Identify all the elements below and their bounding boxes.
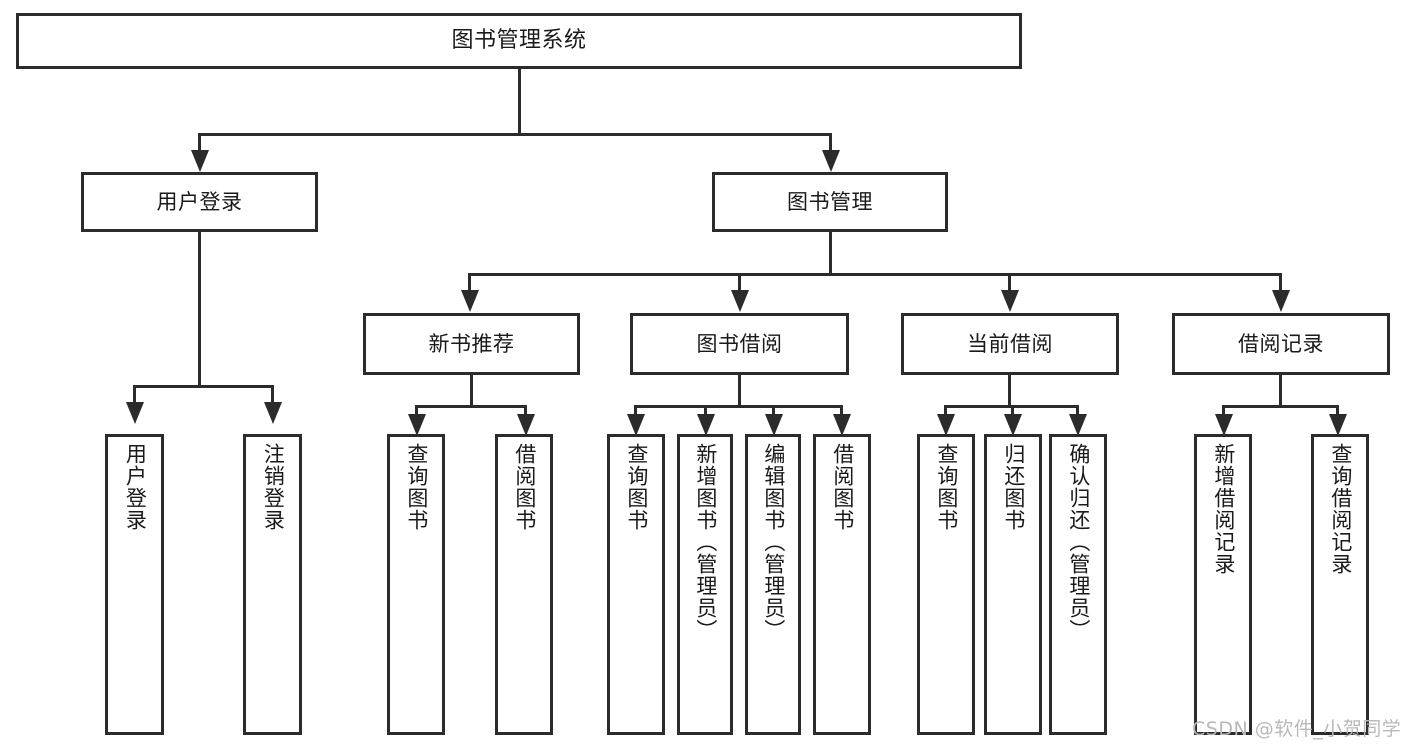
arrowhead-book-borrow xyxy=(731,290,749,312)
connector-level3-drop-3 xyxy=(1008,273,1011,295)
connector-user-login-drop-2 xyxy=(271,385,274,407)
node-book-manage[interactable]: 图书管理 xyxy=(712,172,948,232)
arrowhead-leaf-edit-book xyxy=(765,414,783,436)
connector-bb-drop-2 xyxy=(704,405,707,421)
leaf-add-book-label: 新增图书（管理员） xyxy=(693,443,718,641)
leaf-query-book-2-label: 查询图书 xyxy=(624,443,649,531)
connector-root-drop-right xyxy=(829,133,832,155)
leaf-query-book-1-label: 查询图书 xyxy=(404,443,429,531)
arrowhead-leaf-borrow-book-1 xyxy=(517,414,535,436)
csdn-watermark: CSDN @软件_小贺同学 xyxy=(1192,718,1402,740)
arrowhead-leaf-confirm-return xyxy=(1069,414,1087,436)
leaf-query-record-label: 查询借阅记录 xyxy=(1328,443,1353,575)
leaf-borrow-book-1[interactable]: 借阅图书 xyxy=(495,434,553,735)
node-new-book-recommend-label: 新书推荐 xyxy=(428,331,515,356)
arrowhead-leaf-query-book-1 xyxy=(408,414,426,436)
connector-cb-drop-2 xyxy=(1011,405,1014,421)
arrowhead-current-borrow xyxy=(1001,290,1019,312)
leaf-borrow-book-1-label: 借阅图书 xyxy=(512,443,537,531)
connector-root-drop-left xyxy=(198,133,201,155)
connector-root-stem xyxy=(518,69,521,135)
connector-br-drop-2 xyxy=(1336,405,1339,421)
connector-cb-drop-3 xyxy=(1076,405,1079,421)
leaf-borrow-book-2-label: 借阅图书 xyxy=(830,443,855,531)
node-borrow-record-label: 借阅记录 xyxy=(1238,331,1324,356)
connector-root-bus xyxy=(198,133,832,136)
connector-br-drop-1 xyxy=(1222,405,1225,421)
leaf-edit-book[interactable]: 编辑图书（管理员） xyxy=(745,434,801,735)
leaf-add-book[interactable]: 新增图书（管理员） xyxy=(677,434,733,735)
leaf-query-book-3[interactable]: 查询图书 xyxy=(917,434,975,735)
connector-nbr-drop-2 xyxy=(524,405,527,421)
arrowhead-book-manage xyxy=(822,150,840,172)
leaf-confirm-return-label: 确认归还（管理员） xyxy=(1066,443,1091,641)
leaf-query-book-1[interactable]: 查询图书 xyxy=(387,434,445,735)
leaf-query-book-2[interactable]: 查询图书 xyxy=(607,434,665,735)
arrowhead-leaf-query-book-3 xyxy=(937,414,955,436)
node-new-book-recommend[interactable]: 新书推荐 xyxy=(363,313,580,375)
leaf-logout-login[interactable]: 注销登录 xyxy=(243,434,302,735)
leaf-confirm-return[interactable]: 确认归还（管理员） xyxy=(1049,434,1107,735)
connector-user-login-drop-1 xyxy=(133,385,136,407)
arrowhead-leaf-borrow-book-2 xyxy=(833,414,851,436)
leaf-logout-login-label: 注销登录 xyxy=(261,443,286,531)
node-current-borrow[interactable]: 当前借阅 xyxy=(901,313,1119,375)
arrowhead-leaf-add-book xyxy=(697,414,715,436)
connector-cb-stem xyxy=(1008,375,1011,407)
leaf-add-record[interactable]: 新增借阅记录 xyxy=(1194,434,1252,735)
arrowhead-borrow-record xyxy=(1272,290,1290,312)
node-book-borrow-label: 图书借阅 xyxy=(696,331,783,356)
connector-level3-drop-2 xyxy=(738,273,741,295)
node-user-login[interactable]: 用户登录 xyxy=(81,172,318,232)
node-borrow-record[interactable]: 借阅记录 xyxy=(1172,313,1390,375)
connector-level3-drop-4 xyxy=(1279,273,1282,295)
leaf-return-book[interactable]: 归还图书 xyxy=(984,434,1042,735)
arrowhead-leaf-add-record xyxy=(1215,414,1233,436)
connector-user-login-bus xyxy=(133,385,274,388)
arrowhead-leaf-logout-login xyxy=(264,402,282,424)
node-user-login-label: 用户登录 xyxy=(156,189,243,214)
arrowhead-leaf-query-record xyxy=(1329,414,1347,436)
connector-level3-bus xyxy=(468,273,1282,276)
node-root-label: 图书管理系统 xyxy=(451,28,587,54)
leaf-add-record-label: 新增借阅记录 xyxy=(1211,443,1236,575)
node-root[interactable]: 图书管理系统 xyxy=(16,13,1022,69)
node-book-borrow[interactable]: 图书借阅 xyxy=(630,313,849,375)
connector-book-manage-stem xyxy=(829,232,832,276)
leaf-user-login[interactable]: 用户登录 xyxy=(105,434,164,735)
leaf-edit-book-label: 编辑图书（管理员） xyxy=(761,443,786,641)
leaf-borrow-book-2[interactable]: 借阅图书 xyxy=(813,434,871,735)
connector-cb-drop-1 xyxy=(944,405,947,421)
arrowhead-leaf-return-book xyxy=(1004,414,1022,436)
arrowhead-new-book-recommend xyxy=(461,290,479,312)
arrowhead-leaf-query-book-2 xyxy=(627,414,645,436)
connector-level3-drop-1 xyxy=(468,273,471,295)
connector-bb-bus xyxy=(634,405,842,408)
connector-user-login-stem xyxy=(198,232,201,387)
connector-nbr-drop-1 xyxy=(415,405,418,421)
connector-bb-stem xyxy=(738,375,741,407)
node-book-manage-label: 图书管理 xyxy=(787,189,873,214)
connector-br-bus xyxy=(1222,405,1339,408)
arrowhead-leaf-user-login xyxy=(126,402,144,424)
leaf-query-book-3-label: 查询图书 xyxy=(934,443,959,531)
connector-nbr-stem xyxy=(470,375,473,407)
node-current-borrow-label: 当前借阅 xyxy=(967,331,1053,356)
connector-bb-drop-1 xyxy=(634,405,637,421)
leaf-user-login-label: 用户登录 xyxy=(123,443,148,531)
leaf-return-book-label: 归还图书 xyxy=(1001,443,1026,531)
leaf-query-record[interactable]: 查询借阅记录 xyxy=(1311,434,1369,735)
connector-br-stem xyxy=(1279,375,1282,407)
connector-bb-drop-4 xyxy=(840,405,843,421)
connector-bb-drop-3 xyxy=(772,405,775,421)
connector-nbr-bus xyxy=(415,405,527,408)
arrowhead-user-login xyxy=(191,150,209,172)
